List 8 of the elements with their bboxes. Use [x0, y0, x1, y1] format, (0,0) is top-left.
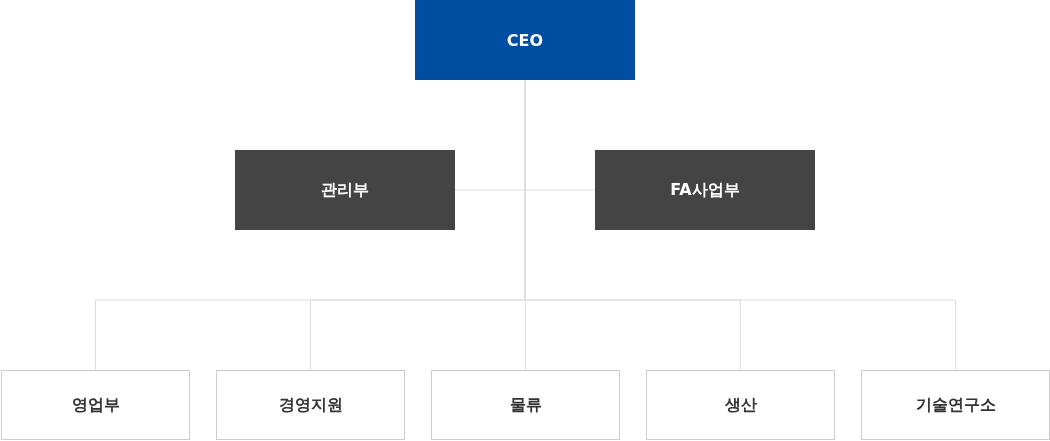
org-box: 생산: [646, 370, 835, 440]
org-box: CEO: [415, 0, 635, 80]
org-box: 물류: [431, 370, 620, 440]
org-box: 관리부: [235, 150, 455, 230]
org-box: 기술연구소: [861, 370, 1050, 440]
org-box: 경영지원: [216, 370, 405, 440]
org-box: FA사업부: [595, 150, 815, 230]
org-box: 영업부: [1, 370, 190, 440]
